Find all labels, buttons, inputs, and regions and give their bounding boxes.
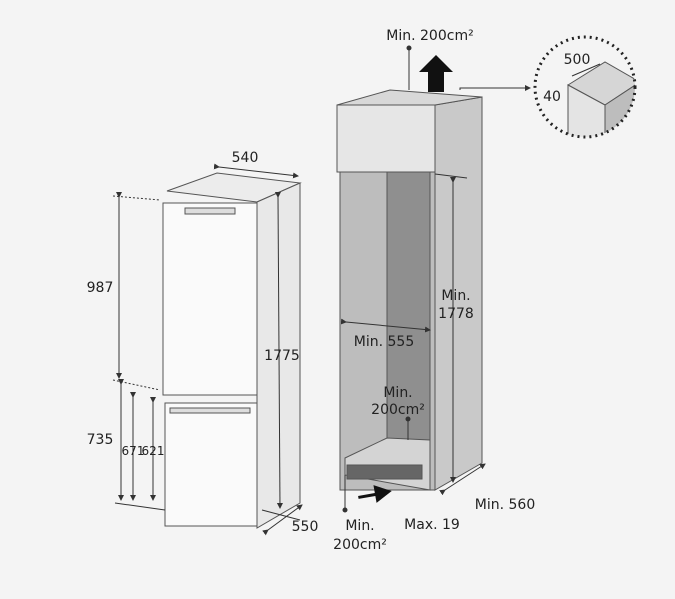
cabinet-back-panel bbox=[386, 169, 431, 441]
bottom-vent-label-2: 200cm² bbox=[333, 537, 387, 553]
airflow-up-arrow-icon bbox=[419, 55, 453, 92]
door-thickness-label: Max. 19 bbox=[404, 517, 460, 533]
fridge-drawing bbox=[162, 172, 302, 529]
cabinet-dimensions bbox=[340, 45, 531, 513]
fridge-drawer1-label: 671 bbox=[122, 444, 145, 458]
detail-height-label: 40 bbox=[543, 89, 561, 105]
cabinet-width-label: Min. 555 bbox=[354, 334, 414, 350]
fridge-width-label: 540 bbox=[232, 150, 259, 166]
top-vent-label: Min. 200cm² bbox=[386, 28, 473, 44]
cabinet-depth-label: Min. 560 bbox=[475, 497, 535, 513]
fridge-height-label: 1775 bbox=[264, 348, 300, 364]
cabinet-height-label-2: 1778 bbox=[438, 306, 474, 322]
bottom-vent-label-1: Min. bbox=[345, 518, 374, 534]
rear-vent-label-1: Min. bbox=[383, 385, 412, 401]
detail-width-label: 500 bbox=[564, 52, 591, 68]
cabinet-vent-slot bbox=[346, 464, 423, 480]
fridge-upper-door bbox=[162, 202, 258, 396]
cabinet-top-front bbox=[336, 104, 436, 173]
fridge-handle-bottom bbox=[169, 407, 251, 414]
rear-vent-label-2: 200cm² bbox=[371, 402, 425, 418]
airflow-in-arrow-icon bbox=[358, 485, 392, 503]
fridge-lower-door bbox=[164, 402, 258, 527]
fridge-lower-label: 735 bbox=[87, 432, 114, 448]
fridge-depth-label: 550 bbox=[292, 519, 319, 535]
cabinet-height-label-1: Min. bbox=[441, 288, 470, 304]
fridge-dimensions bbox=[112, 163, 303, 536]
fridge-handle-top bbox=[184, 207, 236, 215]
fridge-drawer2-label: 621 bbox=[142, 444, 165, 458]
fridge-upper-label: 987 bbox=[87, 280, 114, 296]
detail-zoom-circle bbox=[533, 35, 637, 139]
cabinet-drawing bbox=[336, 89, 483, 491]
